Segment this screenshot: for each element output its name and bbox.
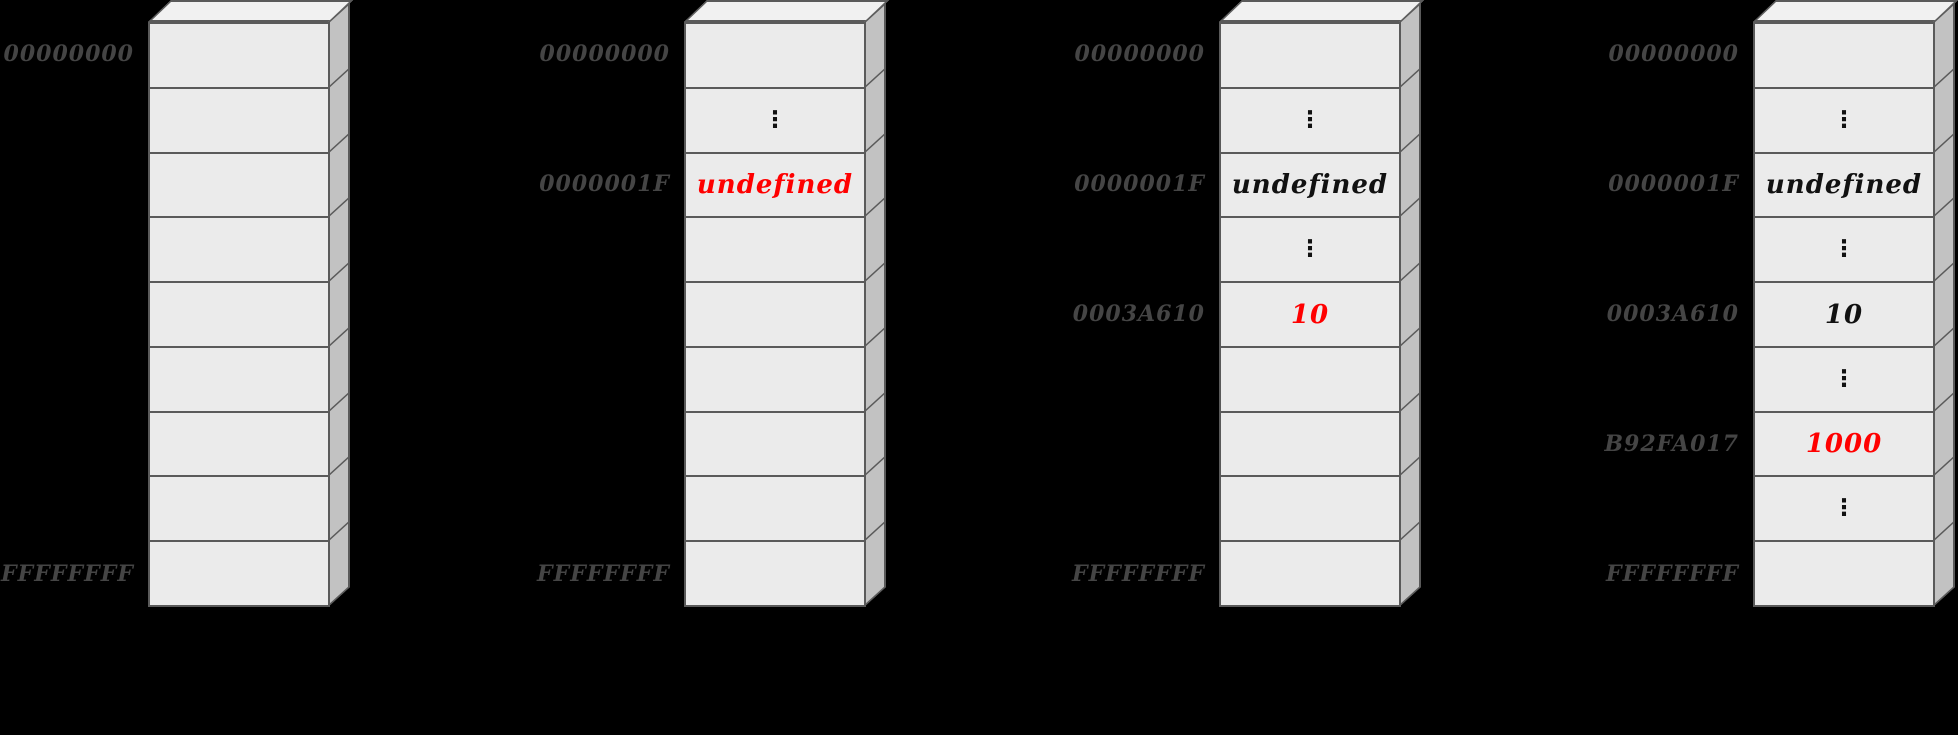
memory-cell [1221,477,1399,543]
memory-cell [1755,24,1933,89]
ellipsis-glyph: ⋮ [1832,365,1856,392]
memory-cell: ⋮ [1755,89,1933,154]
memory-cell [150,89,328,154]
memory-cell [686,542,864,605]
memory-cell [150,218,328,284]
memory-cell [150,24,328,89]
memory-cell [150,154,328,219]
ellipsis-glyph: ⋮ [763,106,787,133]
memory-column-front-face: ⋮ undefined ⋮ 10 [1219,22,1401,607]
address-label: B92FA017 [1604,431,1739,457]
memory-cell: ⋮ [1755,218,1933,284]
address-label: 0003A610 [1072,301,1205,327]
memory-cell [150,348,328,413]
memory-column-side-face [864,1,886,607]
memory-cell [1755,542,1933,605]
address-label: 00000000 [539,41,670,67]
memory-cell [1221,413,1399,478]
memory-column-top-face [1219,0,1425,22]
memory-cell [1221,542,1399,605]
cell-value: 10 [1824,299,1864,330]
memory-cell [150,283,328,348]
memory-column-memory-state-2: 00000000 0000001F FFFFFFFF ⋮ undefined [537,0,890,607]
memory-cell [686,348,864,413]
memory-cell: undefined [686,154,864,219]
ellipsis-glyph: ⋮ [1832,495,1856,522]
memory-column-side-face [1933,1,1955,607]
cell-value: undefined [696,169,854,200]
address-label: 00000000 [1608,41,1739,67]
memory-column-front-face: ⋮ undefined [684,22,866,607]
address-label: 00000000 [1074,41,1205,67]
address-label: 0000001F [1074,171,1205,197]
memory-cell: ⋮ [1755,477,1933,543]
memory-cell: undefined [1755,154,1933,219]
memory-cell [686,218,864,284]
ellipsis-glyph: ⋮ [1298,106,1322,133]
memory-column-top-face [684,0,890,22]
ellipsis-glyph: ⋮ [1832,106,1856,133]
memory-column-front-face: ⋮ undefined ⋮ 10 ⋮ 1000 ⋮ [1753,22,1935,607]
address-label: FFFFFFFF [537,561,670,587]
memory-cell: ⋮ [686,89,864,154]
memory-column-front-face [148,22,330,607]
cell-value: 1000 [1805,429,1883,460]
memory-column-side-face [1399,1,1421,607]
memory-cell [150,477,328,543]
memory-cell [686,24,864,89]
address-label: 0000001F [539,171,670,197]
memory-cell [1221,24,1399,89]
memory-cell [686,477,864,543]
cell-value: 10 [1290,299,1330,330]
memory-cell [150,413,328,478]
address-label: 0000001F [1608,171,1739,197]
memory-cell: 10 [1221,283,1399,348]
ellipsis-glyph: ⋮ [1298,236,1322,263]
memory-cell [686,413,864,478]
memory-cell: 10 [1755,283,1933,348]
address-label: FFFFFFFF [1606,561,1739,587]
memory-column-side-face [328,1,350,607]
ellipsis-glyph: ⋮ [1832,236,1856,263]
memory-cell [150,542,328,605]
address-label: 0003A610 [1606,301,1739,327]
cell-value: undefined [1765,169,1923,200]
memory-cell: ⋮ [1221,89,1399,154]
memory-cell [1221,348,1399,413]
address-label: 00000000 [3,41,134,67]
memory-cell: ⋮ [1755,348,1933,413]
memory-cell: undefined [1221,154,1399,219]
memory-column-top-face [1753,0,1958,22]
memory-cell: ⋮ [1221,218,1399,284]
address-label: FFFFFFFF [1072,561,1205,587]
address-label: FFFFFFFF [1,561,134,587]
memory-column-top-face [148,0,354,22]
memory-cell: 1000 [1755,413,1933,478]
cell-value: undefined [1231,169,1389,200]
memory-cell [686,283,864,348]
